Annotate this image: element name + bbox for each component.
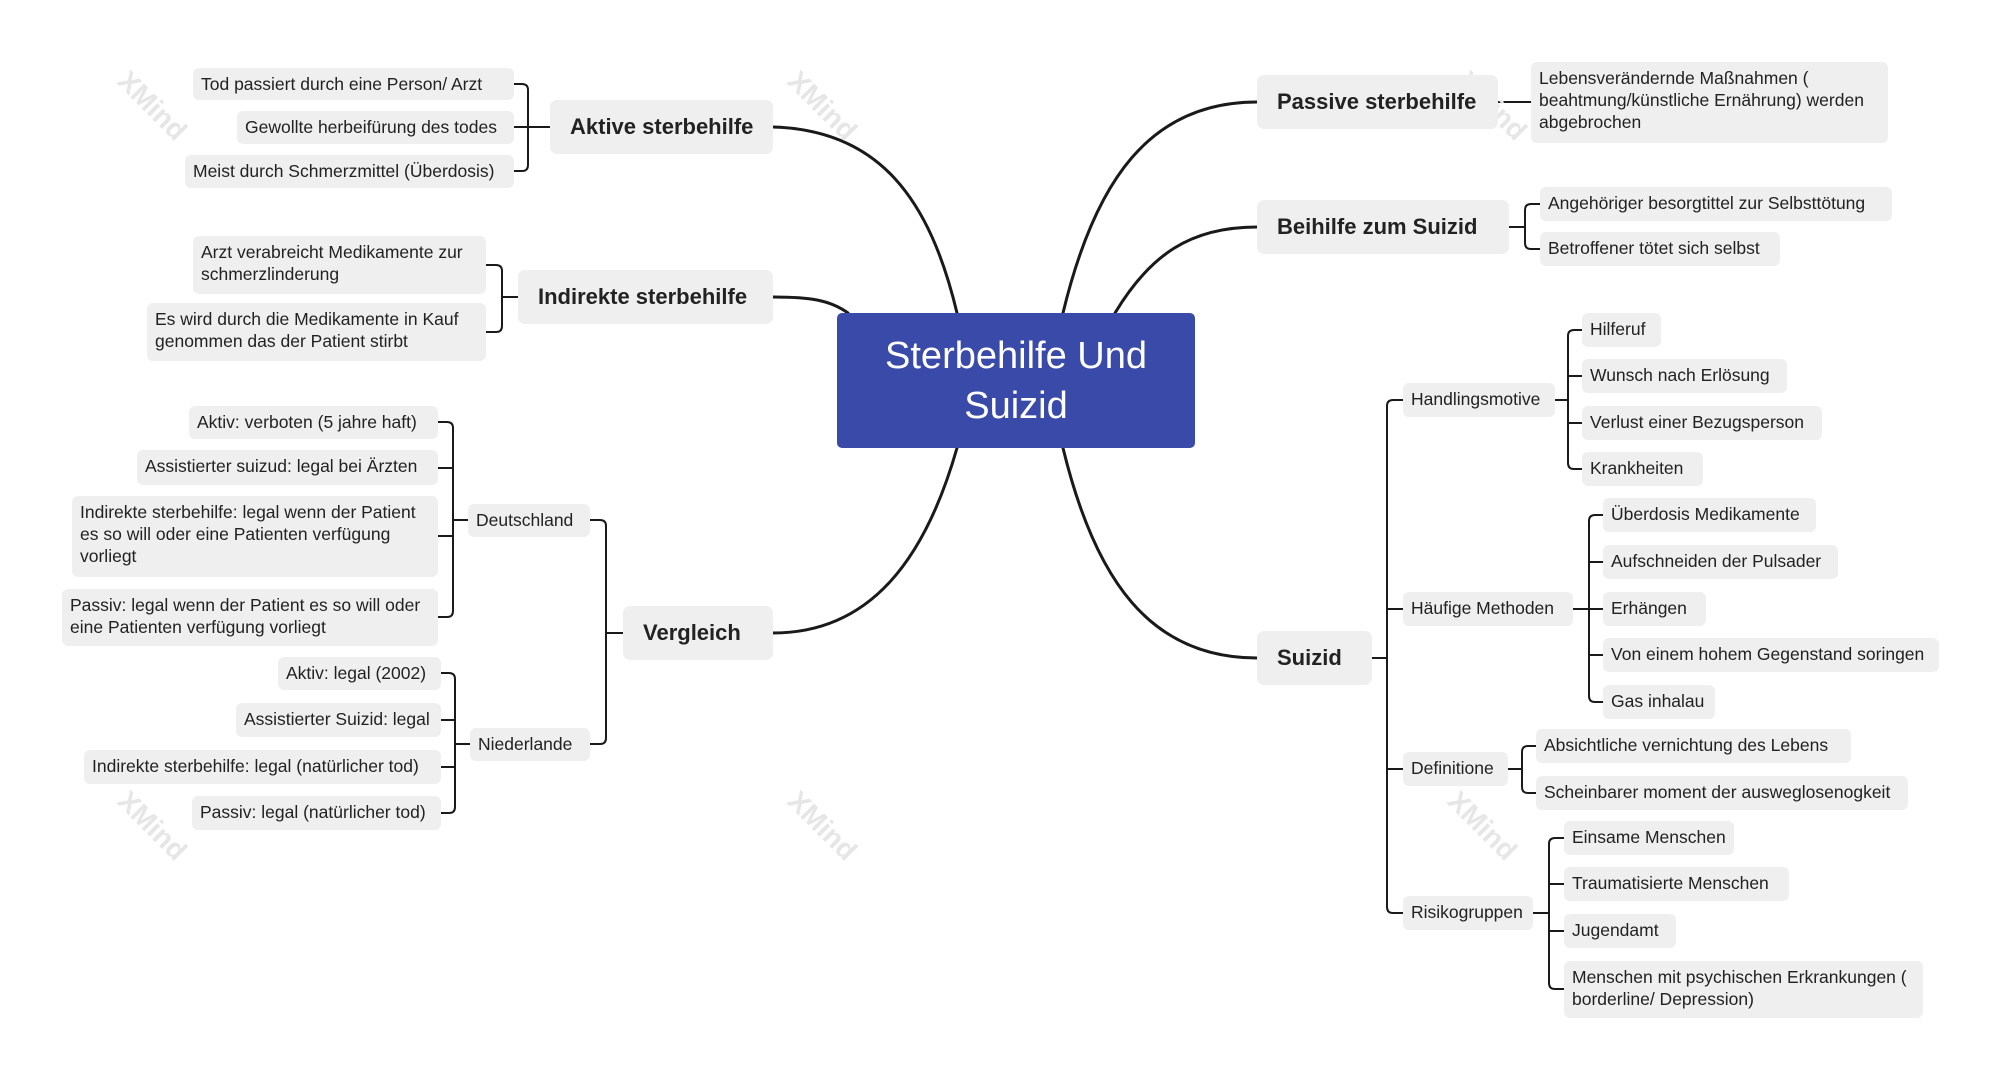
leaf-nl-assistiert[interactable]: Assistierter Suizid: legal <box>236 703 441 737</box>
subtopic-aktive-3[interactable]: Meist durch Schmerzmittel (Überdosis) <box>185 155 514 188</box>
leaf-nl-indirekt[interactable]: Indirekte sterbehilfe: legal (natürliche… <box>84 750 441 784</box>
subtopic-line: schmerzlinderung <box>201 264 340 284</box>
leaf-psychische[interactable]: Menschen mit psychischen Erkrankungen ( … <box>1564 961 1923 1018</box>
leaf-line: Aktiv: verboten (5 jahre haft) <box>197 412 417 432</box>
handlungsmotive-bracket <box>1567 329 1583 470</box>
leaf-erhaengen[interactable]: Erhängen <box>1603 592 1706 626</box>
subtopic-line: beahtmung/künstliche Ernährung) werden <box>1539 90 1864 110</box>
leaf-hilferuf[interactable]: Hilferuf <box>1582 313 1661 347</box>
leaf-line: borderline/ Depression) <box>1572 989 1754 1009</box>
subtopic-risikogruppen[interactable]: Risikogruppen <box>1403 896 1533 930</box>
subtopic-haeufige-methoden[interactable]: Häufige Methoden <box>1403 592 1573 626</box>
connector-passive <box>1061 100 1259 315</box>
leaf-jugendamt[interactable]: Jugendamt <box>1564 914 1676 948</box>
subtopic-definitione[interactable]: Definitione <box>1403 752 1508 786</box>
connector-suizid <box>1061 446 1259 660</box>
root-topic[interactable]: Sterbehilfe Und Suizid <box>837 313 1195 448</box>
subtopic-niederlande[interactable]: Niederlande <box>470 728 590 761</box>
leaf-traumatisierte[interactable]: Traumatisierte Menschen <box>1564 867 1789 901</box>
vergleich-bracket <box>589 519 607 745</box>
leaf-gas[interactable]: Gas inhalau <box>1603 685 1715 719</box>
leaf-ueberdosis[interactable]: Überdosis Medikamente <box>1603 498 1816 532</box>
leaf-line: Einsame Menschen <box>1572 827 1726 847</box>
leaf-line: Assistierter suizud: legal bei Ärzten <box>145 456 418 476</box>
leaf-line: Indirekte sterbehilfe: legal wenn der Pa… <box>80 502 416 522</box>
topic-passive-sterbehilfe[interactable]: Passive sterbehilfe <box>1257 75 1498 129</box>
leaf-pulsader[interactable]: Aufschneiden der Pulsader <box>1603 545 1838 579</box>
subtopic-aktive-2[interactable]: Gewollte herbeifürung des todes <box>237 111 514 144</box>
connector-beihilfe <box>1113 225 1259 315</box>
leaf-ausweglosigkeit[interactable]: Scheinbarer moment der ausweglosenogkeit <box>1536 776 1908 810</box>
subtopic-line: Arzt verabreicht Medikamente zur <box>201 242 463 262</box>
subtopic-indirekte-1[interactable]: Arzt verabreicht Medikamente zur schmerz… <box>193 236 486 294</box>
leaf-line: eine Patienten verfügung vorliegt <box>70 617 326 637</box>
suizid-bracket <box>1386 399 1404 914</box>
topic-aktive-sterbehilfe[interactable]: Aktive sterbehilfe <box>550 100 773 154</box>
leaf-line: Jugendamt <box>1572 920 1659 940</box>
leaf-de-passiv[interactable]: Passiv: legal wenn der Patient es so wil… <box>62 589 438 646</box>
leaf-einsame[interactable]: Einsame Menschen <box>1564 821 1734 855</box>
subtopic-deutschland[interactable]: Deutschland <box>468 504 590 537</box>
topic-indirekte-sterbehilfe[interactable]: Indirekte sterbehilfe <box>518 270 773 324</box>
subtopic-line: Es wird durch die Medikamente in Kauf <box>155 309 459 329</box>
leaf-wunsch-nach-erloesung[interactable]: Wunsch nach Erlösung <box>1582 359 1787 393</box>
connector-aktive <box>771 125 959 315</box>
leaf-de-aktiv[interactable]: Aktiv: verboten (5 jahre haft) <box>189 406 438 439</box>
leaf-verlust-bezugsperson[interactable]: Verlust einer Bezugsperson <box>1582 406 1822 440</box>
leaf-line: es so will oder eine Patienten verfügung <box>80 524 391 544</box>
subtopic-line: abgebrochen <box>1539 112 1642 132</box>
leaf-gegenstand[interactable]: Von einem hohem Gegenstand soringen <box>1603 638 1939 672</box>
leaf-line: Traumatisierte Menschen <box>1572 873 1769 893</box>
subtopic-indirekte-2[interactable]: Es wird durch die Medikamente in Kauf ge… <box>147 303 486 361</box>
definitione-bracket <box>1521 745 1537 794</box>
topic-vergleich[interactable]: Vergleich <box>623 606 773 660</box>
leaf-nl-aktiv[interactable]: Aktiv: legal (2002) <box>278 657 441 690</box>
connector-vergleich <box>771 446 959 635</box>
niederlande-bracket <box>440 672 456 814</box>
root-topic-label: Sterbehilfe Und Suizid <box>885 334 1147 427</box>
risikogruppen-bracket <box>1548 837 1565 990</box>
leaf-nl-passiv[interactable]: Passiv: legal (natürlicher tod) <box>192 796 441 830</box>
indirekte-bracket <box>485 264 503 333</box>
deutschland-bracket <box>437 421 454 618</box>
leaf-de-assistiert[interactable]: Assistierter suizud: legal bei Ärzten <box>137 450 438 485</box>
subtopic-line: Lebensverändernde Maßnahmen ( <box>1539 68 1809 88</box>
leaf-de-indirekt[interactable]: Indirekte sterbehilfe: legal wenn der Pa… <box>72 496 438 577</box>
subtopic-aktive-1[interactable]: Tod passiert durch eine Person/ Arzt <box>193 68 514 100</box>
subtopic-handlungsmotive[interactable]: Handlingsmotive <box>1403 383 1555 417</box>
subtopic-beihilfe-2[interactable]: Betroffener tötet sich selbst <box>1540 232 1780 266</box>
connector-indirekte <box>771 295 850 315</box>
subtopic-beihilfe-1[interactable]: Angehöriger besorgtittel zur Selbsttötun… <box>1540 187 1892 221</box>
beihilfe-bracket <box>1524 203 1541 250</box>
leaf-line: Passiv: legal wenn der Patient es so wil… <box>70 595 421 615</box>
subtopic-line: genommen das der Patient stirbt <box>155 331 408 351</box>
topic-beihilfe-zum-suizid[interactable]: Beihilfe zum Suizid <box>1257 200 1509 254</box>
leaf-line: vorliegt <box>80 546 137 566</box>
topic-suizid[interactable]: Suizid <box>1257 631 1372 685</box>
subtopic-passive-1[interactable]: Lebensverändernde Maßnahmen ( beahtmung/… <box>1531 62 1888 143</box>
leaf-line: Menschen mit psychischen Erkrankungen ( <box>1572 967 1907 987</box>
leaf-krankheiten[interactable]: Krankheiten <box>1582 452 1703 486</box>
leaf-vernichtung[interactable]: Absichtliche vernichtung des Lebens <box>1536 729 1851 763</box>
